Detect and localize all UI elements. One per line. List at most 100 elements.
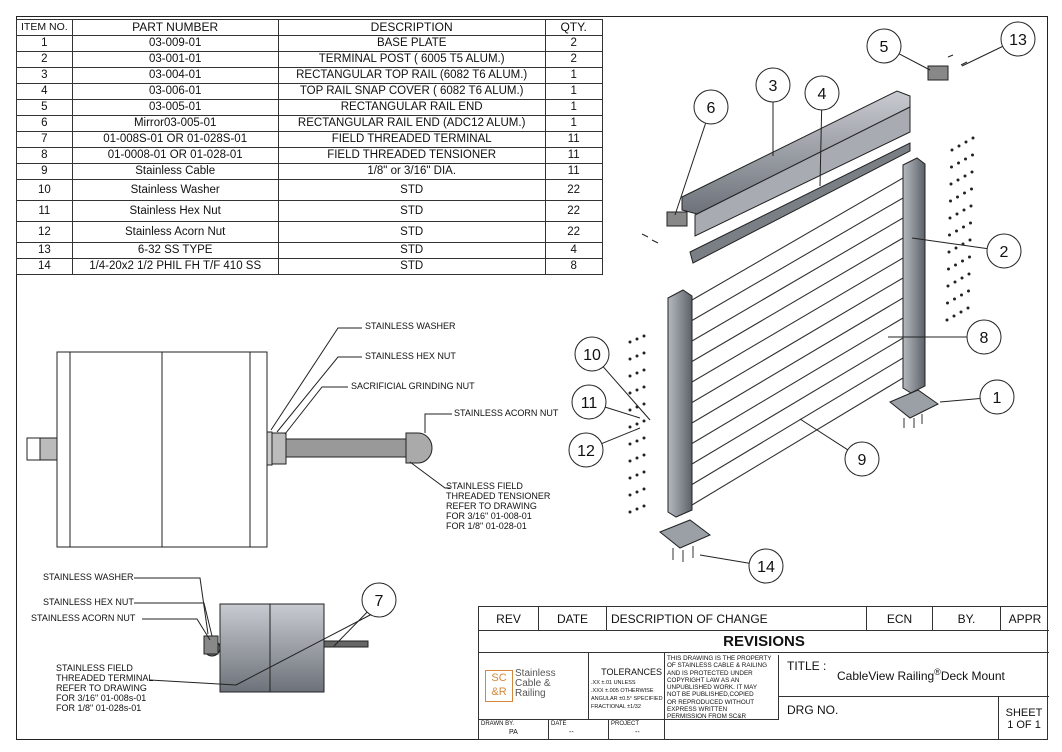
hardware-dot: [971, 136, 975, 140]
hardware-dot: [948, 216, 952, 220]
balloon-leader: [605, 406, 641, 419]
callout-balloon: 3: [755, 67, 791, 156]
label-stainless-washer-bottom: STAINLESS WASHER: [43, 572, 134, 582]
hardware-dot: [967, 272, 971, 276]
hardware-dot: [642, 470, 646, 474]
tolerances-box: TOLERANCES .XX ±.01 UNLESS .XXX ±.005 OT…: [589, 653, 665, 719]
hardware-dot: [635, 422, 639, 426]
hardware-dot: [628, 340, 632, 344]
callout-balloon: 9: [799, 418, 880, 477]
screws: [641, 54, 968, 244]
logo-mark: SC&R: [485, 670, 513, 702]
rail-end-right: [927, 65, 949, 81]
hardware-dot: [946, 284, 950, 288]
hardware-dot: [952, 314, 956, 318]
label-sacrificial-nut: SACRIFICIAL GRINDING NUT: [351, 381, 475, 391]
hardware-dot: [642, 419, 646, 423]
cable-line: [691, 297, 904, 424]
note-line: THREADED TERMINAL: [56, 673, 154, 683]
note-line: FOR 3/16" 01-008s-01: [56, 693, 147, 703]
drawn-row: DRAWN BY. PA DATE -- PROJECT --: [479, 719, 779, 740]
callout-balloon: 5: [866, 28, 931, 71]
tensioner-detail: [26, 327, 452, 548]
bom-part-number: 03-006-01: [71, 83, 279, 100]
bom-description: TOP RAIL SNAP COVER ( 6082 T6 ALUM.): [277, 83, 546, 100]
bom-qty: 8: [544, 258, 603, 275]
hardware-dot: [635, 490, 639, 494]
balloon-leader: [799, 418, 848, 451]
hardware-dot: [628, 374, 632, 378]
hardware-dot: [642, 436, 646, 440]
date-label: DATE: [551, 721, 567, 727]
tolerances-title: TOLERANCES: [601, 667, 662, 677]
hardware-dot: [960, 293, 963, 297]
hardware-dot: [953, 297, 956, 301]
hardware-dot: [628, 408, 632, 412]
balloon-leader: [939, 397, 981, 403]
note-line: THREADED TENSIONER: [446, 491, 551, 501]
note-line: REFER TO DRAWING: [56, 683, 147, 693]
drawn-by-value: PA: [509, 729, 518, 736]
hardware-dot: [955, 212, 959, 216]
date-cell: DATE --: [549, 720, 609, 740]
hardware-dot: [967, 289, 970, 293]
balloon-number: 13: [1009, 32, 1027, 49]
hardware-dot: [628, 425, 632, 429]
balloon-number: 9: [858, 452, 867, 469]
base-plate-right: [889, 389, 939, 419]
hardware-dot: [959, 310, 963, 314]
cable-line: [691, 377, 904, 506]
hardware-dot: [957, 161, 960, 165]
hardware-dot: [962, 225, 965, 229]
balloon-leader: [961, 45, 1003, 67]
balloon-circle: [755, 67, 791, 103]
bom-qty: 22: [544, 200, 603, 222]
callout-balloon: 13: [961, 21, 1036, 67]
terminal-post-right: [902, 157, 926, 394]
hardware-dot: [642, 453, 646, 457]
balloon-number: 5: [880, 39, 889, 56]
balloon-circle: [1000, 21, 1036, 57]
hardware-dot: [628, 476, 632, 480]
balloon-circle: [571, 384, 607, 420]
balloon-circle: [979, 379, 1015, 415]
callout-balloon: 6: [674, 89, 729, 216]
hardware-dot: [635, 473, 639, 477]
hardware-dot: [964, 157, 967, 161]
hardware-dot: [971, 153, 974, 157]
hardware-dot: [948, 233, 951, 237]
rev-appr-header: APPR: [1008, 612, 1042, 626]
sheet-field: SHEET 1 OF 1: [999, 697, 1049, 739]
rev-by-header: BY.: [933, 607, 1001, 631]
terminal-post-section: [219, 603, 325, 693]
hardware-dot: [949, 199, 952, 203]
hardware-dot: [628, 493, 632, 497]
hardware-dot: [956, 195, 959, 199]
note-line: FOR 1/8" 01-028-01: [446, 521, 527, 531]
hardware-dot: [635, 371, 639, 375]
note-line: FOR 1/8" 01-028s-01: [56, 703, 142, 713]
hardware-dot: [642, 385, 646, 389]
balloon-leader: [333, 611, 368, 647]
base-plate-left: [659, 519, 711, 549]
date-value: --: [569, 729, 574, 736]
balloon-leader: [674, 122, 707, 216]
balloon-number: 8: [980, 330, 989, 347]
label-acorn-nut-bottom: STAINLESS ACORN NUT: [31, 613, 136, 623]
cable-line: [691, 217, 904, 342]
hardware-dot: [968, 238, 972, 242]
tolerances-values: .XX ±.01 UNLESS .XXX ±.005 OTHERWISE ANG…: [591, 680, 663, 710]
threaded-rod: [285, 438, 407, 458]
washer-shape: [266, 431, 273, 466]
hardware-dot: [635, 388, 639, 392]
hardware-dot: [968, 255, 971, 259]
balloon-circle: [986, 233, 1022, 269]
hardware-dot: [642, 402, 646, 406]
